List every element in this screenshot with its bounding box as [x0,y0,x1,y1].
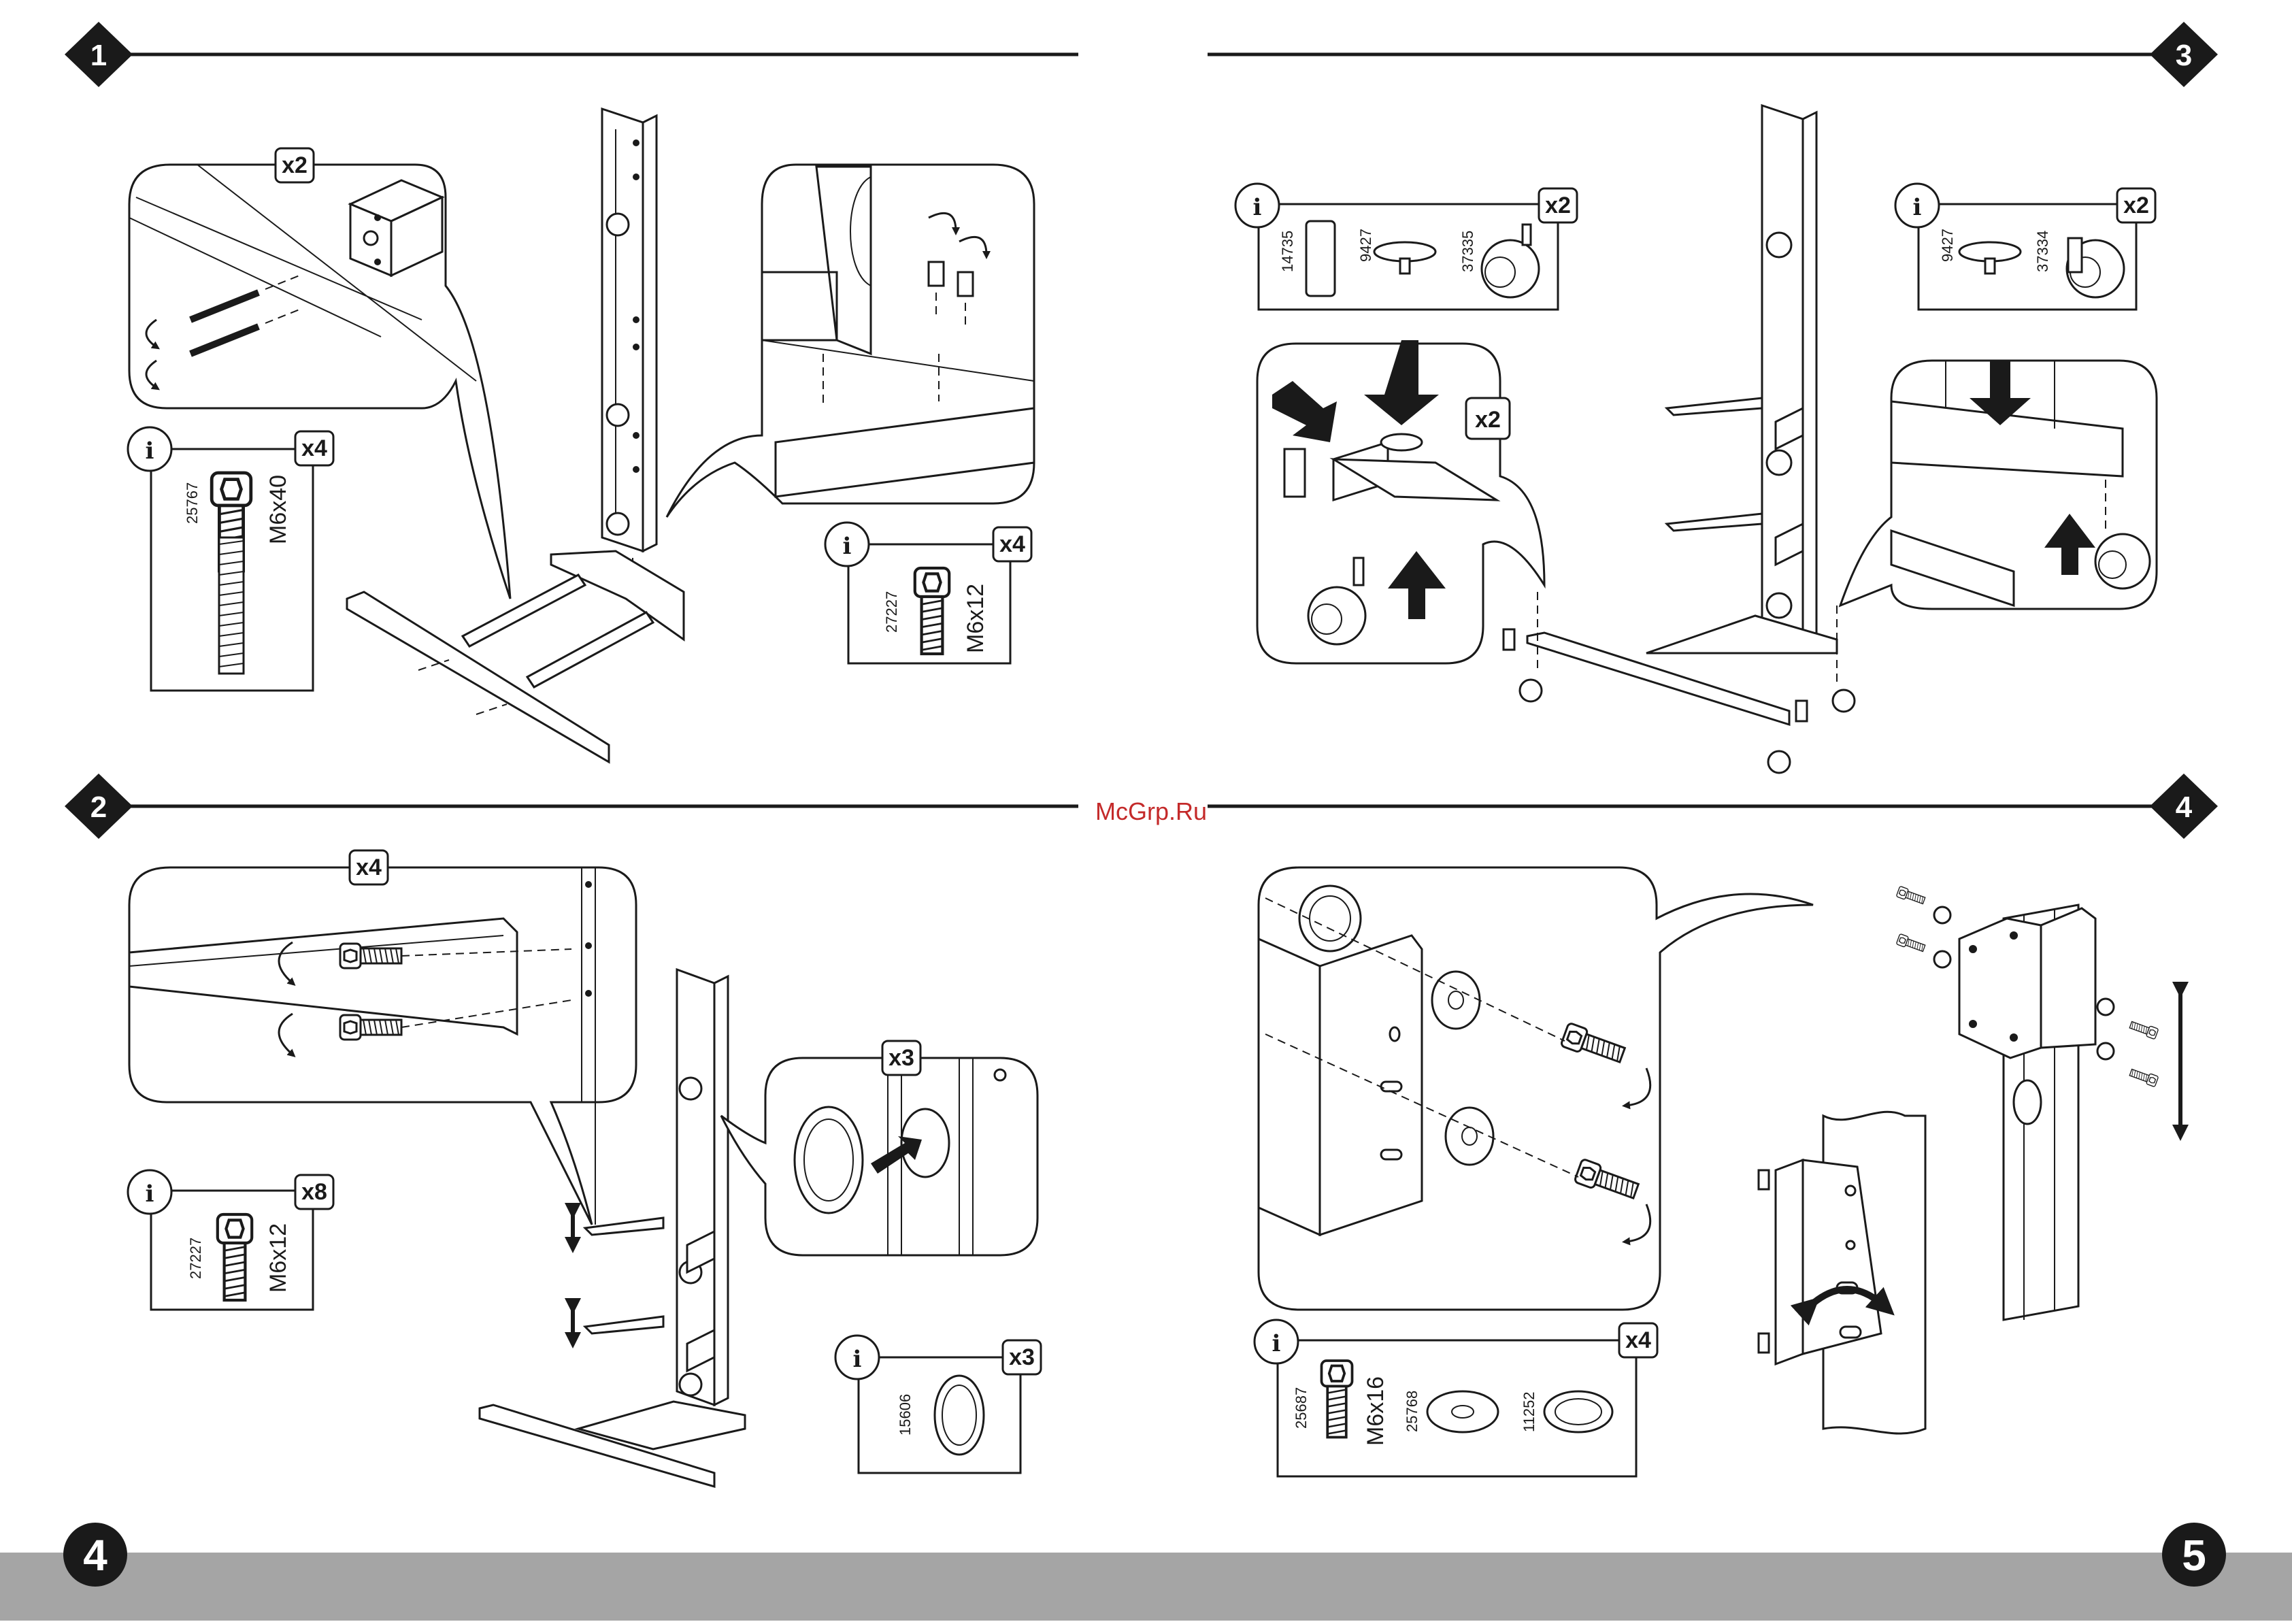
step-4-number: 4 [2176,791,2193,824]
step-3-header: 3 [1208,22,2218,87]
quantity-badge: x3 [1009,1344,1035,1370]
info-icon: i [146,1180,154,1208]
step-2-info-panel-grommet: i x3 15606 [835,1336,1041,1473]
part-code-washer-1: 25768 [1404,1391,1421,1432]
step-2-number: 2 [90,791,107,824]
step-3-number: 3 [2176,39,2192,72]
svg-text:4: 4 [83,1531,107,1580]
step-4-info-panel: i x4 25687 M6x16 25768 11252 [1255,1320,1657,1476]
part-code: 27227 [187,1238,204,1279]
part-code: 15606 [897,1394,914,1436]
step-3-callout-badge: x2 [1466,398,1510,439]
step-4-detail-panel [1759,1112,1925,1434]
step-3-upright-column [1667,105,1816,643]
footer-band [0,1553,2292,1621]
quantity-badge: x8 [301,1179,327,1205]
part-code-washer-2: 11252 [1521,1391,1538,1432]
info-icon: i [853,1346,862,1373]
screw-size: M6x12 [963,584,989,653]
step-2-info-panel-m6x12: i x8 27227 M6x12 [128,1170,333,1310]
step-4-zoom-callout [1259,867,1813,1310]
quantity-badge: x4 [999,531,1025,557]
svg-text:x3: x3 [888,1045,914,1071]
step-1-number: 1 [90,39,107,72]
info-icon: i [146,437,154,465]
step-1-header: 1 [65,22,1078,87]
part-code-1: 9427 [1939,229,1956,262]
step-1-zoom-callout [129,165,510,599]
step-2-base-frame [480,1402,745,1487]
quantity-badge: x4 [1625,1327,1651,1353]
step-1-detail-callout [667,165,1034,517]
page-number-left: 4 [63,1523,127,1587]
step-4-bracket-assembly [1896,886,2180,1320]
svg-text:5: 5 [2182,1531,2206,1580]
step-4-header: 4 [1208,774,2218,839]
step-1-info-panel-m6x40: i x4 25767 M6x40 [128,427,333,691]
screw-size: M6x40 [265,475,291,544]
step-2-zoom-callout [129,867,636,1225]
part-code-screw: 25687 [1293,1387,1310,1429]
step-1-info-panel-m6x12: i x4 27227 M6x12 [825,523,1031,663]
step-3-info-panel-casters: i x2 14735 9427 37335 [1235,184,1577,310]
part-code: 25767 [184,482,201,524]
part-code-1: 14735 [1279,231,1296,272]
svg-text:x4: x4 [356,855,382,880]
quantity-badge: x4 [301,435,327,461]
svg-text:x2: x2 [282,152,308,178]
quantity-badge: x2 [2123,193,2149,218]
part-code: 27227 [883,591,900,633]
step-1-upright-column [602,109,657,585]
step-3-info-panel-brake-casters: i x2 9427 37334 [1895,184,2155,310]
info-icon: i [1272,1330,1281,1357]
part-code-2: 9427 [1357,229,1374,262]
info-icon: i [843,533,852,560]
screw-size: M6x16 [1363,1376,1389,1446]
step-1-callout-badge: x2 [276,148,314,182]
step-2-callout-badge-x4: x4 [350,850,388,884]
watermark-text: McGrp.Ru [1095,797,1207,825]
info-icon: i [1913,194,1922,221]
step-3-detail-callout-left [1257,340,1544,663]
step-3-detail-callout-right [1840,361,2157,609]
step-2-detail-callout [721,1058,1037,1255]
step-2-header: 2 [65,774,1078,839]
step-2-callout-badge-x3: x3 [882,1041,920,1075]
page-number-right: 5 [2162,1523,2226,1587]
screw-size: M6x12 [265,1223,291,1293]
quantity-badge: x2 [1545,193,1571,218]
svg-text:x2: x2 [1475,407,1501,433]
part-code-2: 37334 [2034,231,2051,272]
info-icon: i [1253,194,1262,221]
part-code-3: 37335 [1459,231,1476,272]
step-1-base-frame [347,551,684,762]
